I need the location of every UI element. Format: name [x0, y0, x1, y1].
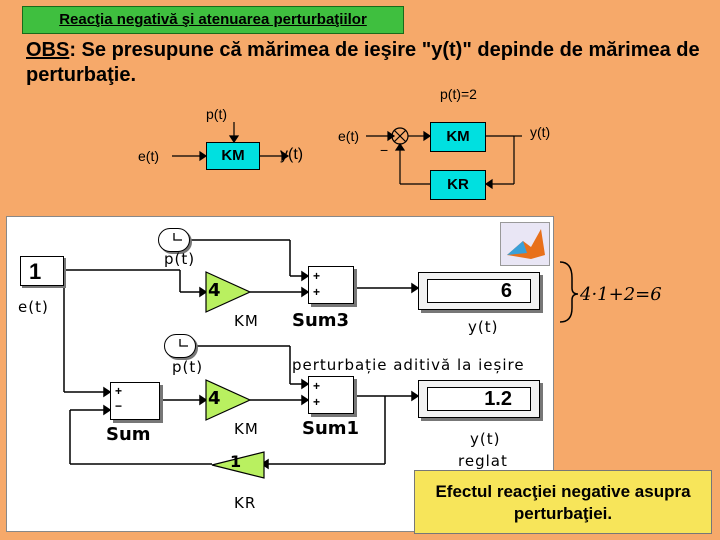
sum1-label: Sum1 — [302, 418, 360, 439]
km-top-label: KM — [234, 312, 259, 330]
sum-block[interactable]: + − — [110, 382, 160, 420]
display-top-value: 6 — [427, 279, 531, 303]
p-t-label: p(t) — [206, 106, 227, 122]
gain-mid-block[interactable] — [204, 378, 254, 422]
km-block: KM — [206, 142, 260, 170]
obs-label: OBS — [26, 39, 70, 61]
p-t-top-label: p(t) — [164, 250, 196, 268]
result-equation: 4·1+2=6 — [580, 284, 662, 305]
gain-top-block[interactable] — [204, 270, 254, 314]
feedback-gain-block[interactable] — [210, 450, 266, 480]
y-t-mid-label: y(t) — [470, 430, 501, 448]
perturbation-label: perturbație aditivă la ieșire — [292, 356, 525, 374]
kr-block: KR — [430, 170, 486, 200]
kr-label: KR — [234, 494, 257, 512]
schematic-diagrams — [172, 122, 522, 190]
km-mid-label: KM — [234, 420, 259, 438]
constant-block[interactable]: 1 — [20, 256, 64, 286]
km-block-right: KM — [430, 122, 486, 152]
p-t-mid-label: p(t) — [172, 358, 204, 376]
sum3-block[interactable]: + + — [308, 266, 354, 304]
y-t-top-label: y(t) — [468, 318, 499, 336]
e-t-label: e(t) — [18, 298, 49, 316]
observation-text: OBS: Se presupune că mărimea de ieşire "… — [26, 38, 716, 88]
y-t-label-right: y(t) — [530, 124, 551, 140]
sum-label: Sum — [106, 424, 151, 445]
e-t-label: e(t) — [138, 148, 159, 164]
obs-body: : Se presupune că mărimea de ieşire "y(t… — [26, 39, 700, 86]
clock-icon[interactable] — [158, 228, 190, 252]
gain-mid-value: 4 — [208, 388, 221, 409]
slide-title: Reacţia negativă şi atenuarea perturbaţi… — [22, 6, 404, 34]
display-mid[interactable]: 1.2 — [418, 380, 540, 418]
display-top[interactable]: 6 — [418, 272, 540, 310]
sum3-label: Sum3 — [292, 310, 350, 331]
feedback-gain-value: 1 — [230, 452, 242, 471]
display-mid-value: 1.2 — [427, 387, 531, 411]
minus-sign: − — [380, 142, 389, 158]
e-t-label-right: e(t) — [338, 128, 359, 144]
conclusion-note: Efectul reacţiei negative asupra perturb… — [414, 470, 712, 534]
y-t-label: y(t) — [280, 146, 304, 163]
reglat-label: reglat — [458, 452, 508, 470]
gain-top-value: 4 — [208, 280, 221, 301]
clock-icon[interactable] — [164, 334, 196, 358]
sum1-block[interactable]: + + — [308, 376, 354, 414]
matlab-logo-icon — [500, 222, 550, 266]
p-t-equals-label: p(t)=2 — [440, 86, 477, 102]
